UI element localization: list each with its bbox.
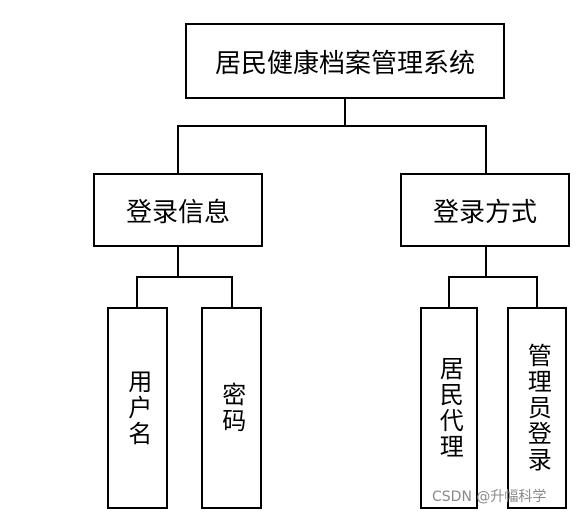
resident-agent-label: 居民代理 (435, 356, 464, 460)
password-node: 密码 (201, 307, 262, 509)
login-info-label: 登录信息 (125, 197, 230, 228)
root-label: 居民健康档案管理系统 (214, 48, 475, 79)
admin-login-node: 管理员登录 (507, 307, 567, 509)
login-method-connector (448, 247, 538, 307)
admin-login-label: 管理员登录 (523, 343, 552, 473)
root-node: 居民健康档案管理系统 (185, 23, 505, 99)
watermark-text: CSDN @升幅科学 (432, 489, 547, 505)
password-label: 密码 (217, 382, 246, 434)
resident-agent-node: 居民代理 (420, 307, 478, 509)
login-info-node: 登录信息 (93, 173, 263, 247)
login-method-node: 登录方式 (400, 173, 570, 247)
login-info-connector (136, 247, 233, 307)
username-label: 用户名 (123, 369, 152, 447)
login-method-label: 登录方式 (432, 197, 537, 228)
username-node: 用户名 (107, 307, 168, 509)
root-connector (177, 99, 487, 173)
